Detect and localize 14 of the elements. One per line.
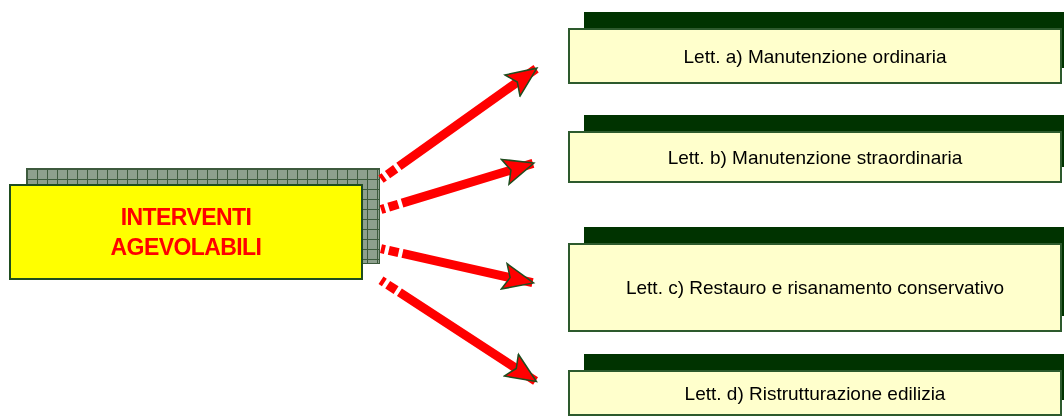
arrow [379,158,535,214]
category-box [568,370,1062,416]
title-text: INTERVENTI AGEVOLABILI [109,203,263,262]
title-box [9,184,363,280]
arrow [380,244,535,290]
category-label: Lett. d) Ristrutturazione edilizia [684,381,946,406]
category-box [568,131,1062,183]
category-label: Lett. b) Manutenzione straordinaria [667,145,963,170]
category-box [568,243,1062,332]
category-box [568,28,1062,84]
category-label: Lett. a) Manutenzione ordinaria [683,44,947,69]
arrow [378,65,539,183]
category-label: Lett. c) Restauro e risanamento conservativo [625,276,1005,300]
arrow [378,276,538,385]
